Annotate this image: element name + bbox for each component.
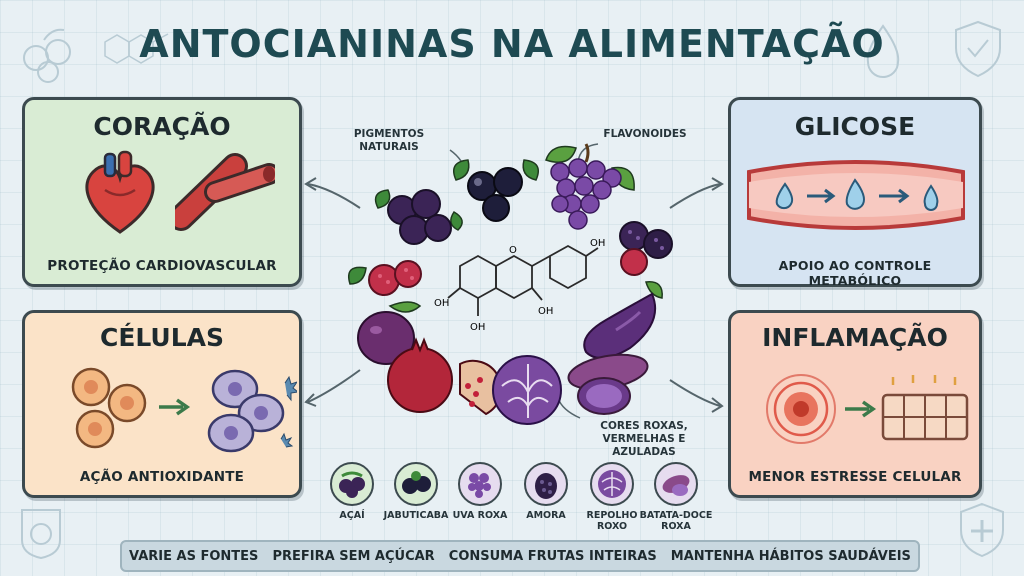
- card-heart: CORAÇÃO PROTEÇÃO CARDIOVASCULAR: [22, 97, 302, 287]
- blackberry-icon: [524, 462, 568, 506]
- label-colors: CORES ROXAS, VERMELHAS E AZULADAS: [600, 420, 688, 459]
- jabuticaba-icon: [453, 159, 539, 222]
- blackberry-icon: [619, 221, 673, 276]
- page-title: ANTOCIANINAS NA ALIMENTAÇÃO: [139, 22, 885, 66]
- acai-berries-icon: [374, 189, 463, 245]
- raspberry-icon: [348, 260, 422, 296]
- pomegranate-icon: [387, 337, 502, 416]
- plum-icon: [357, 301, 422, 365]
- card-cells: CÉLULAS AÇÃO ANTIOXIDANTE: [22, 310, 302, 498]
- molecule-outline-icon: [104, 33, 169, 64]
- glucose-drop-outline-icon: [866, 24, 900, 78]
- grape-icon: [458, 462, 502, 506]
- food-label: BATATA-DOCE ROXA: [639, 510, 713, 533]
- eggplant-icon: [583, 281, 663, 359]
- food-label: REPOLHO ROXO: [586, 510, 638, 533]
- healthy-cells-icon: [71, 367, 147, 449]
- inflammation-spot-icon: [766, 374, 836, 444]
- connector-arrows: [304, 177, 724, 413]
- acai-icon: [330, 462, 374, 506]
- apple-outline-icon: [21, 509, 61, 560]
- molecule-oh-1: OH: [434, 298, 449, 309]
- molecule-oh-4: OH: [590, 238, 605, 249]
- food-label: AMORA: [526, 510, 566, 521]
- shield-outline-icon: [955, 20, 1001, 78]
- card-inflammation-caption: MENOR ESTRESSE CELULAR: [748, 469, 962, 485]
- tip-item: VARIE AS FONTES: [129, 548, 259, 564]
- molecule-o: O: [509, 245, 517, 256]
- food-jabuticaba: JABUTICABA: [376, 462, 456, 521]
- anthocyanin-molecule: OH OH OH OH O: [434, 238, 605, 333]
- card-cells-title: CÉLULAS: [99, 323, 225, 352]
- blood-vessel-glucose-icon: [747, 160, 965, 230]
- food-blackberry: AMORA: [506, 462, 586, 521]
- label-pigments: PIGMENTOS NATURAIS: [353, 128, 425, 154]
- calm-tissue-icon: [881, 375, 969, 441]
- heart-icon: [85, 150, 155, 234]
- card-heart-caption: PROTEÇÃO CARDIOVASCULAR: [47, 258, 277, 274]
- artery-icon: [175, 153, 275, 231]
- card-glucose-title: GLICOSE: [794, 112, 916, 141]
- food-label: UVA ROXA: [452, 510, 508, 521]
- arrow-right-icon: [159, 398, 191, 416]
- tip-item: PREFIRA SEM AÇÚCAR: [272, 548, 435, 564]
- food-label: AÇAÍ: [339, 510, 365, 521]
- tip-item: CONSUMA FRUTAS INTEIRAS: [448, 548, 657, 564]
- card-glucose-caption: APOIO AO CONTROLE METABÓLICO: [778, 258, 932, 288]
- food-cabbage: REPOLHO ROXO: [572, 462, 652, 533]
- card-heart-title: CORAÇÃO: [93, 112, 231, 141]
- tips-bar: VARIE AS FONTES PREFIRA SEM AÇÚCAR CONSU…: [120, 540, 920, 572]
- sweet-potato-icon: [654, 462, 698, 506]
- berries-outline-icon: [23, 28, 71, 83]
- food-acai: AÇAÍ: [312, 462, 392, 521]
- card-glucose: GLICOSE APOIO AO CONTROLE METABÓLICO: [728, 97, 982, 288]
- red-cabbage-icon: [492, 355, 562, 425]
- cabbage-icon: [590, 462, 634, 506]
- jabuticaba-icon: [394, 462, 438, 506]
- molecule-oh-2: OH: [470, 322, 485, 333]
- card-cells-caption: AÇÃO ANTIOXIDANTE: [79, 469, 245, 485]
- grape-bunch-icon: [545, 143, 635, 230]
- arrow-right-icon: [845, 400, 877, 418]
- label-flavonoids: FLAVONOIDES: [603, 128, 687, 140]
- tip-item: MANTENHA HÁBITOS SAUDÁVEIS: [670, 548, 911, 564]
- molecule-oh-3: OH: [538, 306, 553, 317]
- card-inflammation-title: INFLAMAÇÃO: [762, 323, 948, 352]
- protected-cells-icon: [207, 369, 297, 453]
- food-label: JABUTICABA: [383, 510, 449, 521]
- food-grape: UVA ROXA: [440, 462, 520, 521]
- purple-sweet-potato-icon: [567, 353, 649, 415]
- food-sweet-potato: BATATA-DOCE ROXA: [636, 462, 716, 533]
- card-inflammation: INFLAMAÇÃO MENOR ESTRESSE CELULAR: [728, 310, 982, 498]
- health-shield-outline-icon: [960, 502, 1004, 558]
